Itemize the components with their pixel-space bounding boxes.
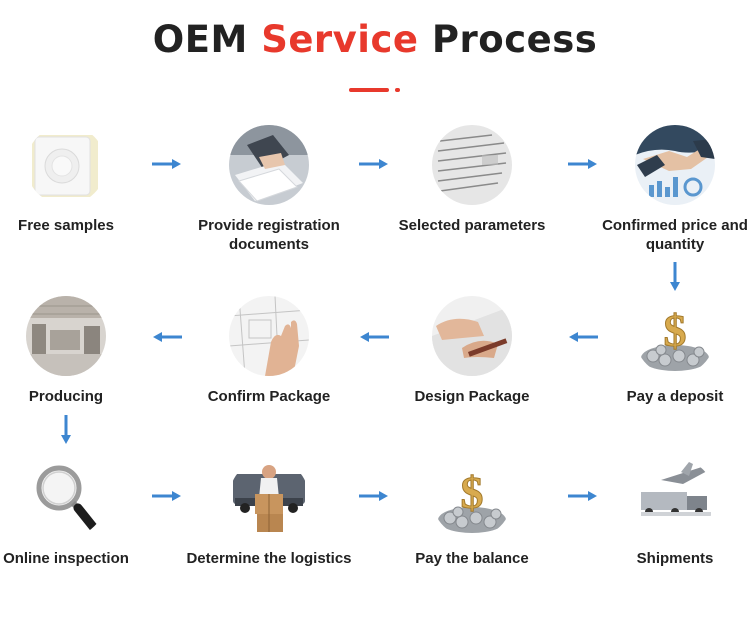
step-free-samples: Free samples	[0, 125, 156, 235]
step-online-inspection: Online inspection	[0, 458, 156, 568]
arrow-right-icon	[568, 159, 597, 169]
svg-text:$: $	[461, 467, 484, 518]
arrow-right-icon	[359, 491, 388, 501]
step-label: Determine the logistics	[186, 550, 352, 567]
step-provide-registration-documents: Provide registration documents	[179, 125, 359, 254]
step-label: Provide registration documents	[198, 217, 340, 253]
blueprint-hand-icon	[229, 296, 309, 376]
parameters-paper-icon	[432, 125, 512, 205]
step-producing: Producing	[0, 296, 156, 406]
step-pay-the-balance: $ Pay the balance	[382, 458, 562, 568]
shipping-transport-icon	[635, 458, 715, 538]
title-part-service: Service	[261, 18, 419, 61]
step-label: Online inspection	[3, 550, 129, 567]
dollar-coins-icon: $	[432, 458, 512, 538]
delivery-boxes-icon	[229, 458, 309, 538]
step-shipments: Shipments	[585, 458, 750, 568]
title-underline	[349, 88, 389, 92]
step-label: Pay the balance	[415, 550, 529, 567]
design-drawing-icon	[432, 296, 512, 376]
factory-icon	[26, 296, 106, 376]
step-label: Confirmed price and quantity	[602, 217, 748, 253]
title-underline-dot	[395, 88, 400, 92]
dollar-coins-icon: $	[635, 296, 715, 376]
step-label: Design Package	[414, 388, 530, 405]
arrow-left-icon	[153, 332, 182, 342]
arrow-down-icon	[61, 415, 71, 444]
arrow-right-icon	[152, 159, 181, 169]
handshake-icon	[635, 125, 715, 205]
title-part-oem: OEM	[152, 18, 248, 61]
step-label: Selected parameters	[398, 217, 546, 234]
arrow-right-icon	[359, 159, 388, 169]
arrow-left-icon	[569, 332, 598, 342]
svg-text:$: $	[664, 305, 687, 356]
step-confirm-package: Confirm Package	[179, 296, 359, 406]
step-selected-parameters: Selected parameters	[382, 125, 562, 235]
step-confirmed-price-and-quantity: Confirmed price and quantity	[585, 125, 750, 254]
step-label: Shipments	[636, 550, 714, 567]
sample-patch-icon	[26, 125, 106, 205]
step-pay-a-deposit: $ Pay a deposit	[585, 296, 750, 406]
page-title: OEM Service Process	[0, 18, 750, 61]
step-label: Pay a deposit	[626, 388, 724, 405]
step-label: Free samples	[18, 217, 114, 234]
step-design-package: Design Package	[382, 296, 562, 406]
arrow-right-icon	[568, 491, 597, 501]
magnifier-icon	[26, 458, 106, 538]
step-label: Producing	[28, 388, 104, 405]
arrow-right-icon	[152, 491, 181, 501]
documents-icon	[229, 125, 309, 205]
title-part-process: Process	[431, 18, 598, 61]
arrow-down-icon	[670, 262, 680, 291]
arrow-left-icon	[360, 332, 389, 342]
step-determine-the-logistics: Determine the logistics	[179, 458, 359, 568]
step-label: Confirm Package	[207, 388, 331, 405]
